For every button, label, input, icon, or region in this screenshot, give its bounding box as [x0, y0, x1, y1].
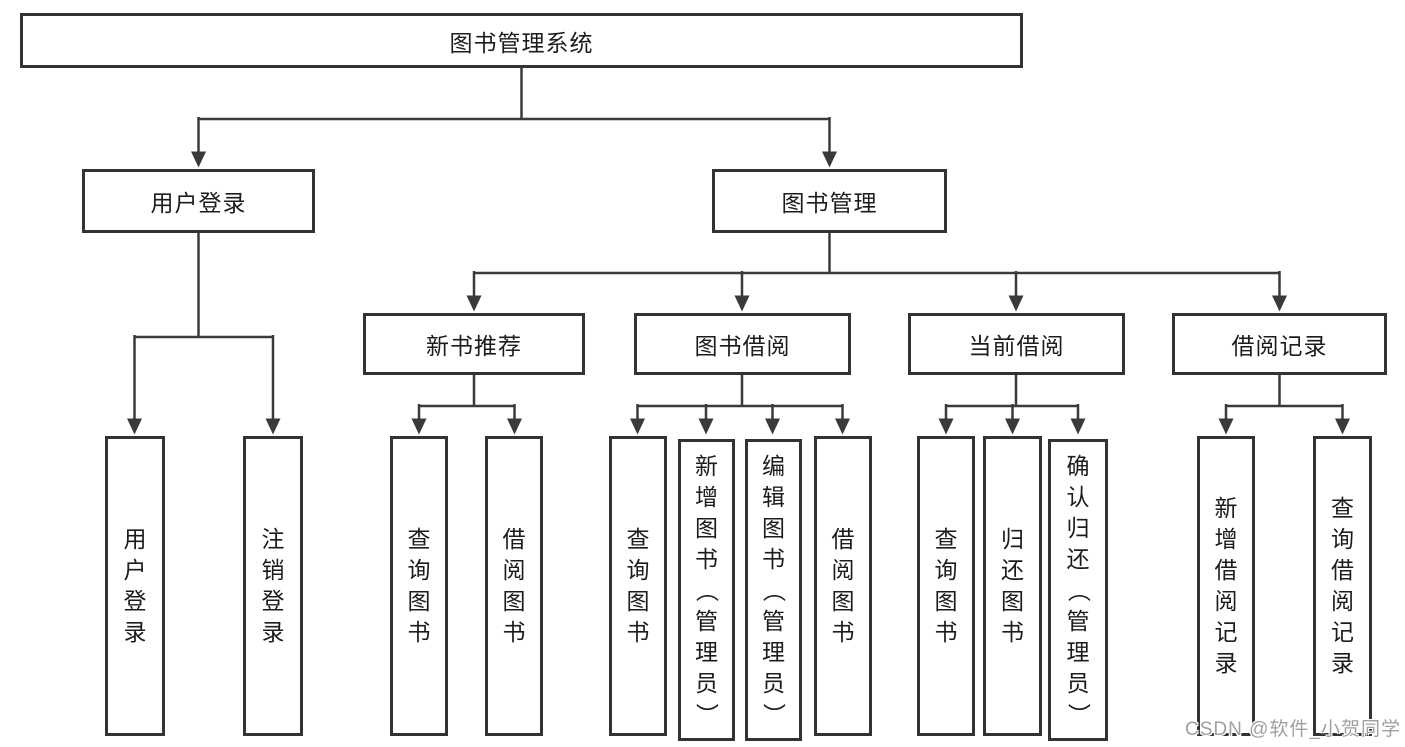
leaf-borrow-books-recommend: 借阅图书: [485, 436, 543, 736]
leaf-confirm-return-admin: 确认归还（管理员）: [1048, 439, 1108, 741]
connector-trunks: [134, 68, 1343, 408]
leaf-return-books: 归还图书: [983, 436, 1042, 736]
node-borrowing-records: 借阅记录: [1172, 313, 1387, 375]
node-root-system: 图书管理系统: [20, 13, 1023, 68]
leaf-query-books-current: 查询图书: [917, 436, 975, 736]
leaf-add-books-admin: 新增图书（管理员）: [678, 439, 735, 741]
leaf-user-login: 用户登录: [105, 436, 165, 736]
leaf-query-books-borrow: 查询图书: [609, 436, 667, 736]
leaf-edit-books-admin: 编辑图书（管理员）: [745, 439, 802, 741]
node-book-borrowing: 图书借阅: [634, 313, 851, 375]
leaf-logout: 注销登录: [243, 436, 303, 736]
node-user-login: 用户登录: [82, 169, 315, 233]
csdn-watermark: CSDN @软件_小贺同学: [1185, 719, 1401, 740]
node-book-management: 图书管理: [712, 169, 947, 233]
node-current-borrowing: 当前借阅: [908, 313, 1125, 375]
leaf-add-borrow-record: 新增借阅记录: [1197, 436, 1255, 736]
leaf-borrow-books: 借阅图书: [814, 436, 872, 736]
node-new-book-recommendation: 新书推荐: [363, 313, 585, 375]
leaf-query-borrow-record: 查询借阅记录: [1313, 436, 1372, 736]
leaf-query-books-recommend: 查询图书: [390, 436, 448, 736]
